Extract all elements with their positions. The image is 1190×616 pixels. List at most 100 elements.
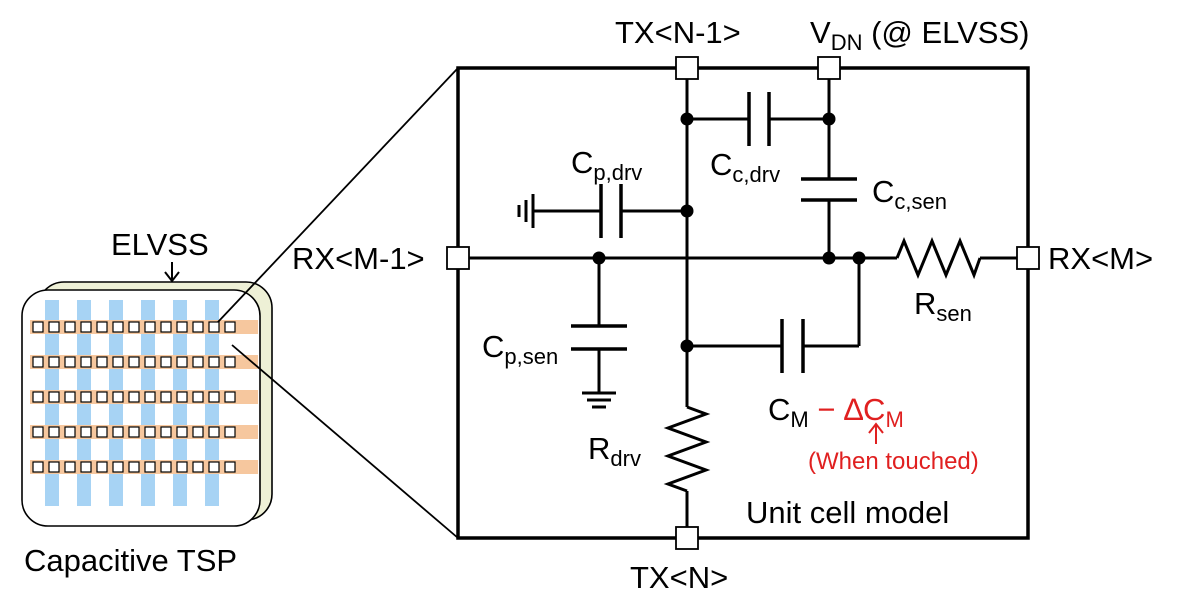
tsp-cell-node — [192, 461, 204, 473]
port-tx-top — [675, 56, 699, 80]
tsp-cell-node — [64, 461, 76, 473]
tsp-cell-node — [64, 356, 76, 368]
tsp-cell-node — [96, 356, 108, 368]
tsp-cell-node — [208, 391, 220, 403]
port-terminals — [446, 56, 1040, 550]
delta-cm: ∆C — [844, 392, 886, 427]
tsp-cell-node — [208, 461, 220, 473]
junction-dots — [592, 112, 866, 353]
tsp-cell-node — [128, 391, 140, 403]
tsp-cell-node — [32, 426, 44, 438]
tsp-cell-node — [64, 321, 76, 333]
tsp-cell-node — [96, 426, 108, 438]
tsp-cell-node — [192, 356, 204, 368]
tsp-cell-node — [80, 461, 92, 473]
label-c-c-sen: Cc,sen — [872, 174, 947, 214]
tsp-cell-node — [160, 426, 172, 438]
tsp-cell-node — [160, 391, 172, 403]
label-r-sen: Rsen — [914, 286, 972, 326]
tsp-rx-strip — [30, 390, 258, 404]
tsp-cell-node — [32, 461, 44, 473]
tsp-cell-node — [144, 356, 156, 368]
label-tx-top: TX<N-1> — [615, 15, 741, 50]
touch-arrow — [868, 422, 884, 444]
tsp-cell-node — [32, 321, 44, 333]
tsp-cell-node — [48, 391, 60, 403]
tsp-cell-node — [128, 426, 140, 438]
tsp-cell-node — [64, 391, 76, 403]
tsp-rx-strip — [30, 355, 258, 369]
label-c-p-drv: Cp,drv — [571, 145, 643, 185]
tsp-cell-node — [112, 426, 124, 438]
tsp-cell-node — [192, 321, 204, 333]
tsp-cell-node — [144, 321, 156, 333]
tsp-cell-node — [80, 321, 92, 333]
tsp-cell-node — [128, 461, 140, 473]
label-c-c-drv: Cc,drv — [710, 147, 781, 187]
tsp-cell-node — [176, 461, 188, 473]
tsp-cell-node — [80, 356, 92, 368]
tsp-cell-node — [112, 356, 124, 368]
capacitor-plates — [571, 92, 857, 373]
label-vdn: VDN (@ ELVSS) — [810, 15, 1029, 54]
tsp-panel — [21, 281, 273, 527]
resistor-r-drv — [663, 405, 711, 493]
tsp-cell-node — [48, 426, 60, 438]
tsp-cell-node — [192, 426, 204, 438]
tsp-cell-node — [128, 356, 140, 368]
tsp-cell-node — [208, 356, 220, 368]
tsp-cell-node — [48, 321, 60, 333]
resistor-r-sen — [895, 237, 982, 280]
ground-bottom-icon — [582, 391, 616, 409]
tsp-cell-node — [96, 461, 108, 473]
tsp-cell-node — [144, 461, 156, 473]
minus-sign: − — [817, 392, 836, 427]
vdn-main: V — [810, 15, 831, 50]
tsp-cell-node — [64, 426, 76, 438]
tsp-cell-node — [176, 356, 188, 368]
tsp-cell-node — [144, 391, 156, 403]
tsp-cell-node — [96, 321, 108, 333]
ground-left-icon — [517, 194, 535, 228]
label-r-drv: Rdrv — [588, 431, 641, 471]
tsp-cell-node — [112, 321, 124, 333]
vdn-sub: DN — [830, 30, 863, 55]
elvss-arrow — [164, 262, 180, 283]
tsp-cell-node — [128, 321, 140, 333]
zoom-line-bottom — [231, 344, 459, 539]
label-rx-right: RX<M> — [1048, 241, 1154, 276]
tsp-rx-strip — [30, 425, 258, 439]
tsp-cell-node — [32, 391, 44, 403]
tsp-cell-node — [224, 321, 236, 333]
tsp-cell-node — [144, 426, 156, 438]
tsp-cell-node — [112, 461, 124, 473]
tsp-cell-node — [208, 321, 220, 333]
tsp-cell-node — [224, 426, 236, 438]
tsp-rx-strip — [30, 460, 258, 474]
tsp-cell-node — [96, 391, 108, 403]
tsp-cell-node — [160, 321, 172, 333]
tsp-cell-node — [176, 391, 188, 403]
tsp-cell-node — [224, 391, 236, 403]
tsp-cell-node — [48, 461, 60, 473]
tsp-cell-node — [160, 356, 172, 368]
tsp-caption: Capacitive TSP — [24, 543, 238, 578]
port-tx-bottom — [675, 526, 699, 550]
tsp-cell-node — [192, 391, 204, 403]
port-vdn — [817, 56, 841, 80]
unit-cell-box — [456, 66, 1030, 540]
tsp-cell-node — [112, 391, 124, 403]
port-rx-left — [446, 246, 470, 270]
label-c-m: CM − ∆CM — [768, 392, 904, 432]
tsp-cell-node — [48, 356, 60, 368]
label-rx-left: RX<M-1> — [292, 241, 425, 276]
tsp-cell-node — [160, 461, 172, 473]
label-c-p-sen: Cp,sen — [482, 329, 559, 369]
tsp-rx-strip — [30, 320, 258, 334]
unit-cell-label: Unit cell model — [746, 495, 950, 530]
tsp-cell-node — [80, 426, 92, 438]
label-tx-bottom: TX<N> — [630, 560, 729, 595]
elvss-label: ELVSS — [111, 227, 209, 262]
tsp-cell-node — [208, 426, 220, 438]
